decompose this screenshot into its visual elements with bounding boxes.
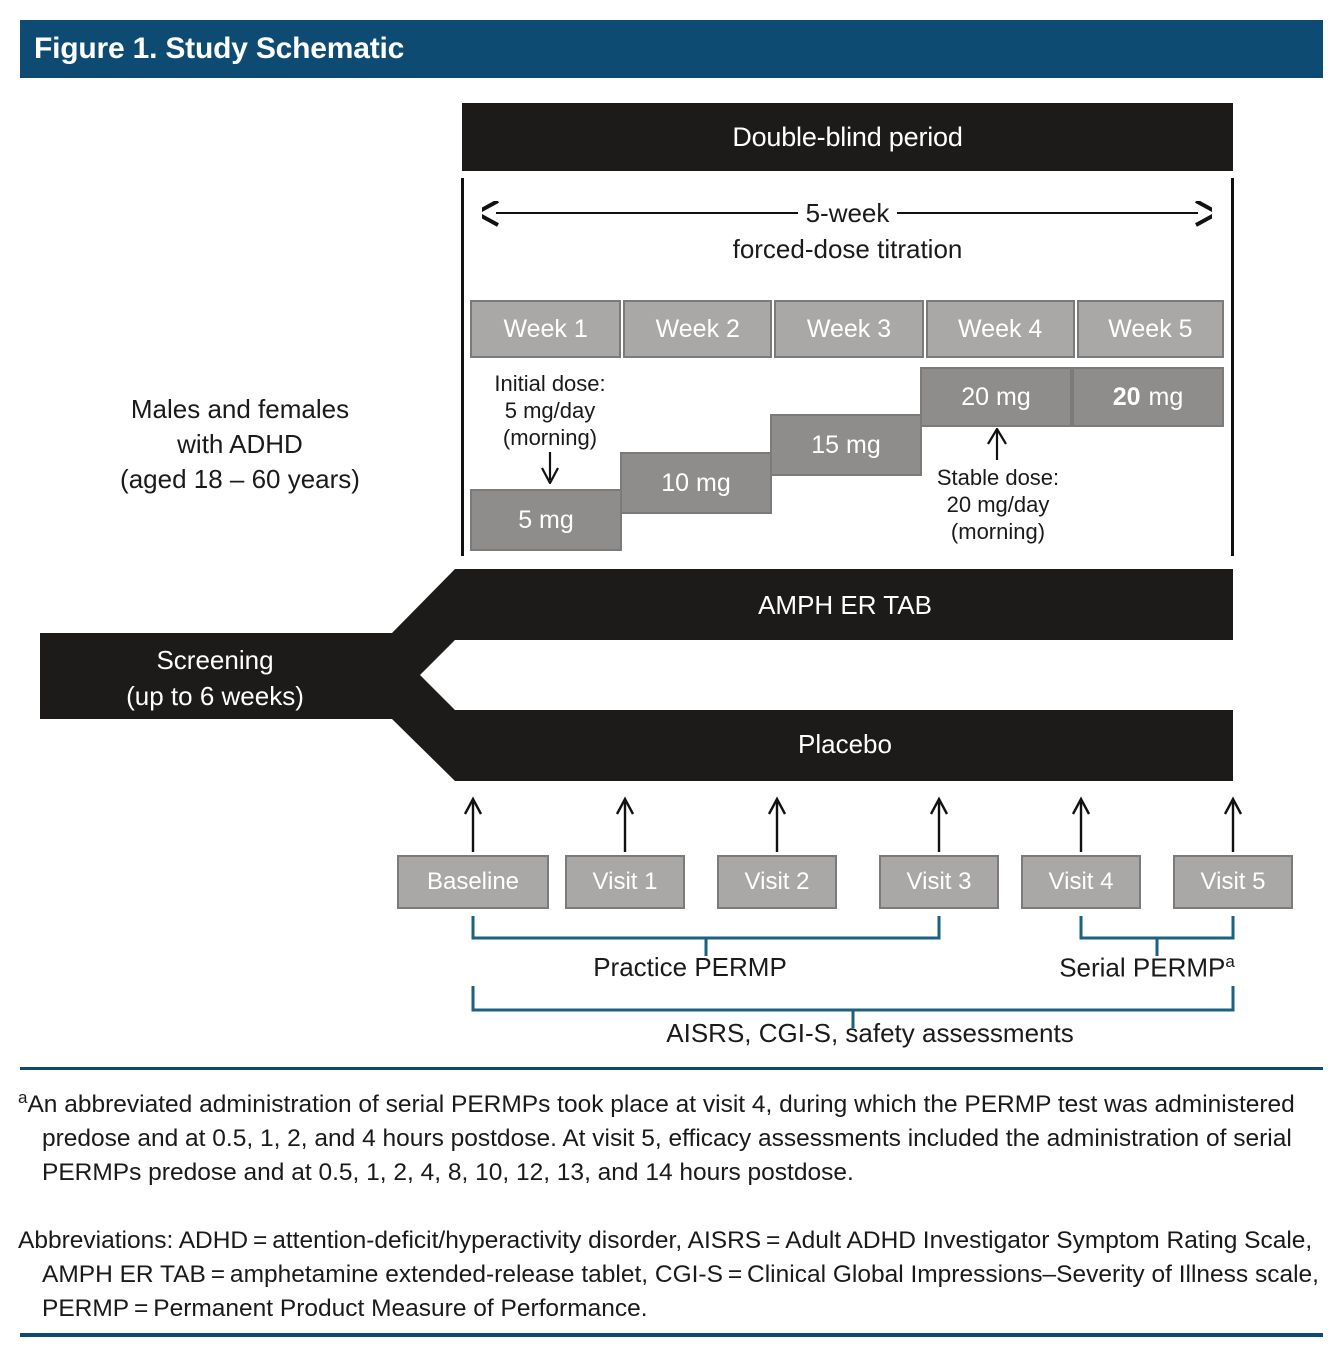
aisrs-label: AISRS, CGI-S, safety assessments: [666, 1018, 1074, 1048]
visit-box-3: Visit 3: [879, 855, 999, 909]
dose-box-week1: 5 mg: [470, 489, 622, 551]
titration-double-arrow-icon: [482, 196, 1212, 230]
screening-line1: Screening: [156, 645, 274, 675]
active-arm-band: [392, 569, 1233, 719]
arm-split-notch: [420, 640, 455, 710]
initial-dose-line1: Initial dose:: [494, 371, 606, 396]
dose-week5-value: 20: [1112, 382, 1141, 411]
screening-bar: [40, 633, 392, 719]
visit-box-row: Baseline Visit 1 Visit 2 Visit 3 Visit 4…: [397, 855, 1293, 909]
visit-arrow-row: [463, 796, 1243, 852]
practice-permp-bracket: [471, 916, 941, 940]
stable-dose-line1: Stable dose:: [936, 465, 1060, 490]
dose-week5-unit: mg: [1148, 382, 1184, 411]
initial-dose-line2: 5 mg/day: [504, 398, 596, 423]
active-arm-label: AMPH ER TAB: [758, 590, 932, 620]
double-blind-period-bar: Double-blind period: [462, 103, 1233, 171]
week-header-row: Week 1 Week 2 Week 3 Week 4 Week 5: [470, 300, 1225, 358]
visit-arrow-icon-5: [1223, 796, 1243, 852]
aisrs-bracket: [471, 986, 1235, 1012]
assessment-brackets: [471, 916, 1235, 1028]
serial-permp-text: Serial PERMP: [1059, 952, 1226, 983]
control-arm-label: Placebo: [798, 729, 892, 759]
figure-title: Figure 1. Study Schematic: [34, 32, 405, 65]
visit-box-2: Visit 2: [717, 855, 837, 909]
week-box-4: Week 4: [925, 300, 1075, 358]
week-box-5: Week 5: [1076, 300, 1225, 358]
footnote-bottom-rule: [20, 1333, 1323, 1337]
serial-permp-label: Serial PERMPa: [1022, 952, 1272, 984]
practice-permp-label: Practice PERMP: [593, 952, 787, 982]
dose-box-week3: 15 mg: [770, 414, 922, 476]
visit-box-baseline: Baseline: [397, 855, 549, 909]
dose-box-week5: 20 mg: [1072, 367, 1224, 427]
footnote-top-rule: [20, 1067, 1323, 1070]
serial-permp-footnote-marker: a: [1225, 952, 1235, 971]
footnote-a: aAn abbreviated administration of serial…: [18, 1081, 1325, 1190]
treatment-arms-flow: [40, 569, 1233, 781]
population-line2: with ADHD: [177, 429, 303, 459]
visit-arrow-icon-3: [929, 796, 949, 852]
dose-box-week4: 20 mg: [920, 367, 1072, 427]
stable-dose-line2: 20 mg/day: [946, 492, 1050, 517]
population-line3: (aged 18 – 60 years): [120, 464, 360, 494]
titration-panel-right-rule: [1231, 178, 1234, 556]
titration-panel-left-rule: [461, 178, 464, 556]
visit-box-4: Visit 4: [1021, 855, 1141, 909]
stable-dose-annotation: Stable dose: 20 mg/day (morning): [918, 464, 1078, 545]
stable-dose-line3: (morning): [950, 519, 1046, 544]
initial-dose-line3: (morning): [502, 425, 598, 450]
week-box-2: Week 2: [623, 300, 773, 358]
control-arm-band: [392, 633, 1233, 781]
dose-box-week2: 10 mg: [620, 452, 772, 514]
screening-line2: (up to 6 weeks): [126, 681, 304, 711]
week-box-3: Week 3: [774, 300, 924, 358]
visit-arrow-icon-1: [615, 796, 635, 852]
population-line1: Males and females: [130, 394, 350, 424]
serial-permp-bracket: [1079, 916, 1235, 940]
screening-label: Screening (up to 6 weeks): [40, 642, 390, 714]
visit-arrow-icon-2: [767, 796, 787, 852]
titration-duration-line2: forced-dose titration: [732, 234, 963, 264]
initial-dose-annotation: Initial dose: 5 mg/day (morning): [470, 370, 630, 451]
figure-title-bar: Figure 1. Study Schematic: [20, 20, 1323, 78]
down-arrow-icon: [541, 452, 559, 484]
double-blind-period-label: Double-blind period: [732, 121, 963, 152]
visit-box-1: Visit 1: [565, 855, 685, 909]
up-arrow-icon: [987, 428, 1007, 460]
study-population-label: Males and females with ADHD (aged 18 – 6…: [40, 392, 440, 497]
visit-arrow-icon-4: [1071, 796, 1091, 852]
visit-arrow-icon-baseline: [463, 796, 483, 852]
footnote-a-marker: a: [18, 1088, 28, 1107]
visit-box-5: Visit 5: [1173, 855, 1293, 909]
footnote-a-text: An abbreviated administration of serial …: [27, 1091, 1295, 1187]
footnote-abbreviations: Abbreviations: ADHD = attention-deficit/…: [18, 1227, 1319, 1322]
week-box-1: Week 1: [470, 300, 622, 358]
